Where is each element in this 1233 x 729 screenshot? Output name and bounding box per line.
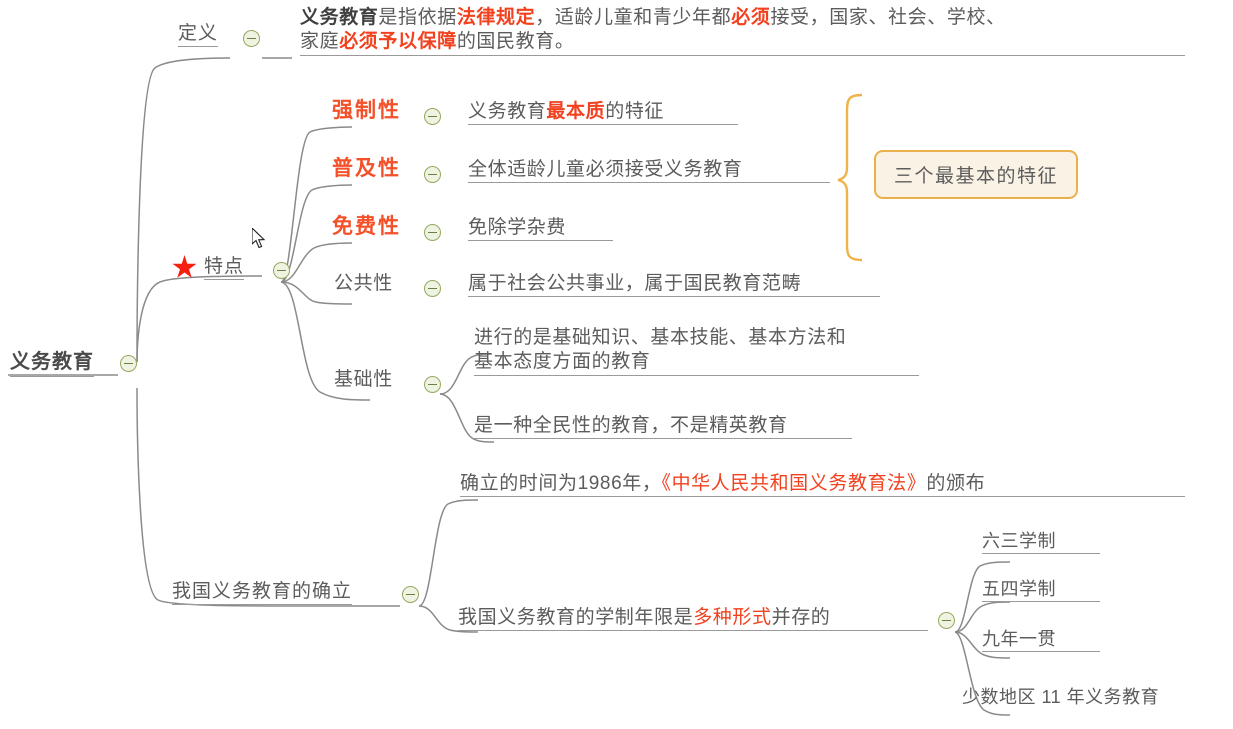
- basic-collapse-icon[interactable]: [424, 376, 441, 393]
- definition-l1-f: 接受，国家、社会、学校、: [770, 7, 1006, 28]
- feature-3-desc-a: 属于社会公共事业，属于国民教育范畴: [468, 273, 802, 294]
- node-definition[interactable]: 定义: [178, 22, 219, 48]
- basic-desc-1-line-2: 基本态度方面的教育: [474, 350, 919, 376]
- node-basic[interactable]: 基础性: [334, 368, 393, 392]
- definition-l2-c: 的国民教育。: [456, 31, 575, 53]
- feature-2-label: 免费性: [332, 215, 401, 238]
- system-a: 我国义务教育的学制年限是: [458, 607, 694, 628]
- system-item-0[interactable]: 六三学制: [982, 530, 1100, 555]
- feature-0-desc-c: 的特征: [605, 101, 665, 122]
- definition-line-2: 家庭必须予以保障的国民教育。: [300, 30, 1185, 56]
- establishment-collapse-icon[interactable]: [402, 586, 419, 603]
- red-star-icon: [172, 255, 197, 278]
- features-badge-label: 三个最基本的特征: [894, 166, 1059, 187]
- system-item-3[interactable]: 少数地区 11 年义务教育: [962, 686, 1202, 716]
- definition-l1-c: 法律规定: [456, 7, 536, 28]
- definition-line-1: 义务教育是指依据法律规定，适龄儿童和青少年都必须接受，国家、社会、学校、: [300, 6, 1190, 30]
- feature-2-collapse-icon[interactable]: [424, 224, 441, 241]
- definition-l2-a: 家庭: [300, 31, 340, 53]
- definition-content[interactable]: 义务教育是指依据法律规定，适龄儿童和青少年都必须接受，国家、社会、学校、 家庭必…: [300, 6, 1190, 56]
- definition-label: 定义: [178, 22, 219, 48]
- node-features[interactable]: 特点: [204, 255, 245, 281]
- feature-1-desc-a: 全体适龄儿童必须接受义务教育: [468, 159, 743, 180]
- feature-3-label: 公共性: [334, 273, 393, 294]
- system-item-1-label: 五四学制: [982, 579, 1056, 599]
- establishment-system[interactable]: 我国义务教育的学制年限是多种形式并存的: [458, 606, 928, 632]
- feature-0-label: 强制性: [332, 99, 401, 122]
- feature-0-desc-a: 义务教育: [468, 101, 547, 122]
- establishment-time[interactable]: 确立的时间为1986年，《中华人民共和国义务教育法》的颁布: [460, 472, 1185, 498]
- establishment-time-c: 的颁布: [926, 473, 986, 494]
- system-item-2-label: 九年一贯: [982, 629, 1056, 649]
- feature-0-desc[interactable]: 义务教育最本质的特征: [468, 100, 738, 126]
- basic-desc-2[interactable]: 是一种全民性的教育，不是精英教育: [474, 414, 852, 440]
- features-collapse-icon[interactable]: [273, 262, 290, 279]
- definition-l1-e: 必须: [731, 7, 771, 28]
- basic-label: 基础性: [334, 369, 393, 390]
- feature-1-label: 普及性: [332, 157, 401, 180]
- system-collapse-icon[interactable]: [938, 612, 955, 629]
- feature-0-desc-b: 最本质: [546, 101, 606, 122]
- definition-l2-b: 必须予以保障: [339, 31, 457, 53]
- establishment-label: 我国义务教育的确立: [172, 580, 353, 606]
- definition-l1-a: 义务教育: [300, 7, 379, 28]
- node-establishment[interactable]: 我国义务教育的确立: [172, 580, 353, 606]
- feature-0-collapse-icon[interactable]: [424, 108, 441, 125]
- establishment-time-b: 《中华人民共和国义务教育法》: [661, 473, 927, 494]
- feature-1-desc[interactable]: 全体适龄儿童必须接受义务教育: [468, 158, 830, 184]
- root-node[interactable]: 义务教育: [10, 350, 94, 377]
- basic-desc-1[interactable]: 进行的是基础知识、基本技能、基本方法和 基本态度方面的教育: [474, 326, 924, 376]
- feature-title-0[interactable]: 强制性: [332, 98, 401, 125]
- system-item-3-label: 少数地区 11 年义务教育: [962, 687, 1160, 707]
- root-collapse-icon[interactable]: [120, 355, 137, 372]
- system-item-1[interactable]: 五四学制: [982, 578, 1100, 603]
- feature-2-desc-a: 免除学杂费: [468, 217, 567, 238]
- root-label: 义务教育: [10, 350, 94, 377]
- system-item-2[interactable]: 九年一贯: [982, 628, 1100, 653]
- definition-l1-b: 是指依据: [378, 7, 457, 28]
- mouse-pointer-icon: [252, 228, 266, 249]
- feature-title-1[interactable]: 普及性: [332, 156, 401, 183]
- feature-1-collapse-icon[interactable]: [424, 166, 441, 183]
- basic-desc-2-text: 是一种全民性的教育，不是精英教育: [474, 415, 788, 436]
- system-c: 并存的: [771, 607, 831, 628]
- feature-3-desc[interactable]: 属于社会公共事业，属于国民教育范畴: [468, 272, 880, 298]
- feature-3-collapse-icon[interactable]: [424, 280, 441, 297]
- feature-title-3[interactable]: 公共性: [334, 272, 393, 296]
- features-label: 特点: [204, 255, 245, 281]
- establishment-time-a: 确立的时间为1986年，: [460, 473, 662, 494]
- definition-l1-d: ，适龄儿童和青少年都: [535, 7, 732, 28]
- feature-title-2[interactable]: 免费性: [332, 214, 401, 241]
- system-item-0-label: 六三学制: [982, 531, 1056, 551]
- basic-desc-1-line-1: 进行的是基础知识、基本技能、基本方法和: [474, 327, 847, 348]
- feature-2-desc[interactable]: 免除学杂费: [468, 216, 613, 242]
- system-b: 多种形式: [693, 607, 772, 628]
- definition-collapse-icon[interactable]: [243, 30, 260, 47]
- features-badge[interactable]: 三个最基本的特征: [874, 150, 1079, 199]
